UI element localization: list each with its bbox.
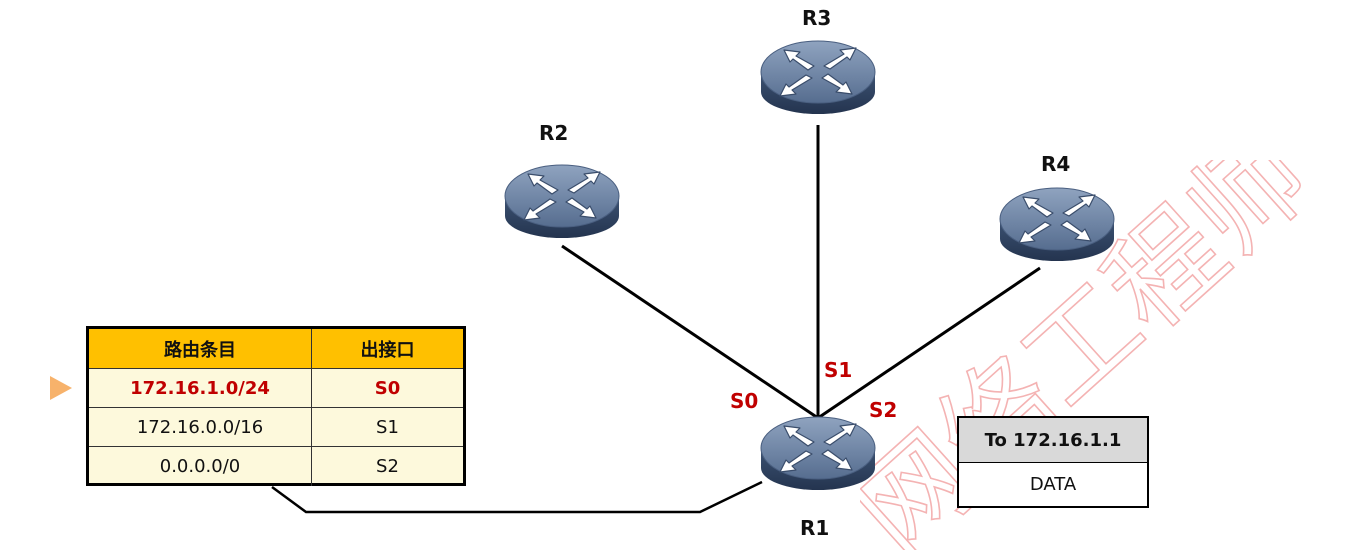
router-r2-label: R2 [539, 121, 569, 145]
route-prefix: 0.0.0.0/0 [89, 447, 312, 486]
packet: To 172.16.1.1 DATA [957, 416, 1149, 508]
table-row: 172.16.1.0/24 S0 [89, 369, 463, 408]
header-route-entry: 路由条目 [89, 329, 312, 368]
router-r3-icon [760, 40, 876, 115]
link-r1-r4 [817, 266, 1041, 420]
router-r1-icon [760, 416, 876, 491]
packet-header: To 172.16.1.1 [959, 418, 1147, 463]
link-r1-r2 [561, 244, 819, 420]
table-row: 0.0.0.0/0 S2 [89, 447, 463, 486]
route-prefix: 172.16.0.0/16 [89, 408, 312, 446]
route-interface: S2 [376, 456, 399, 477]
router-r4-icon [999, 187, 1115, 262]
interface-s2-label: S2 [869, 398, 898, 422]
table-row: 172.16.0.0/16 S1 [89, 408, 463, 447]
link-table-to-r1 [271, 480, 763, 514]
router-r1-label: R1 [800, 516, 830, 540]
route-interface: S1 [376, 416, 399, 438]
header-out-interface: 出接口 [360, 339, 415, 361]
packet-payload: DATA [1029, 474, 1077, 495]
active-route-pointer-icon [50, 376, 72, 400]
route-interface: S0 [374, 377, 401, 399]
interface-s1-label: S1 [824, 358, 853, 382]
router-r2-icon [504, 164, 620, 239]
router-r3-label: R3 [802, 6, 832, 30]
interface-s0-label: S0 [730, 389, 759, 413]
route-prefix: 172.16.1.0/24 [89, 369, 312, 407]
routing-table-header: 路由条目 出接口 [89, 329, 463, 369]
routing-table: 路由条目 出接口 172.16.1.0/24 S0 172.16.0.0/16 … [86, 326, 466, 486]
router-r4-label: R4 [1041, 152, 1071, 176]
